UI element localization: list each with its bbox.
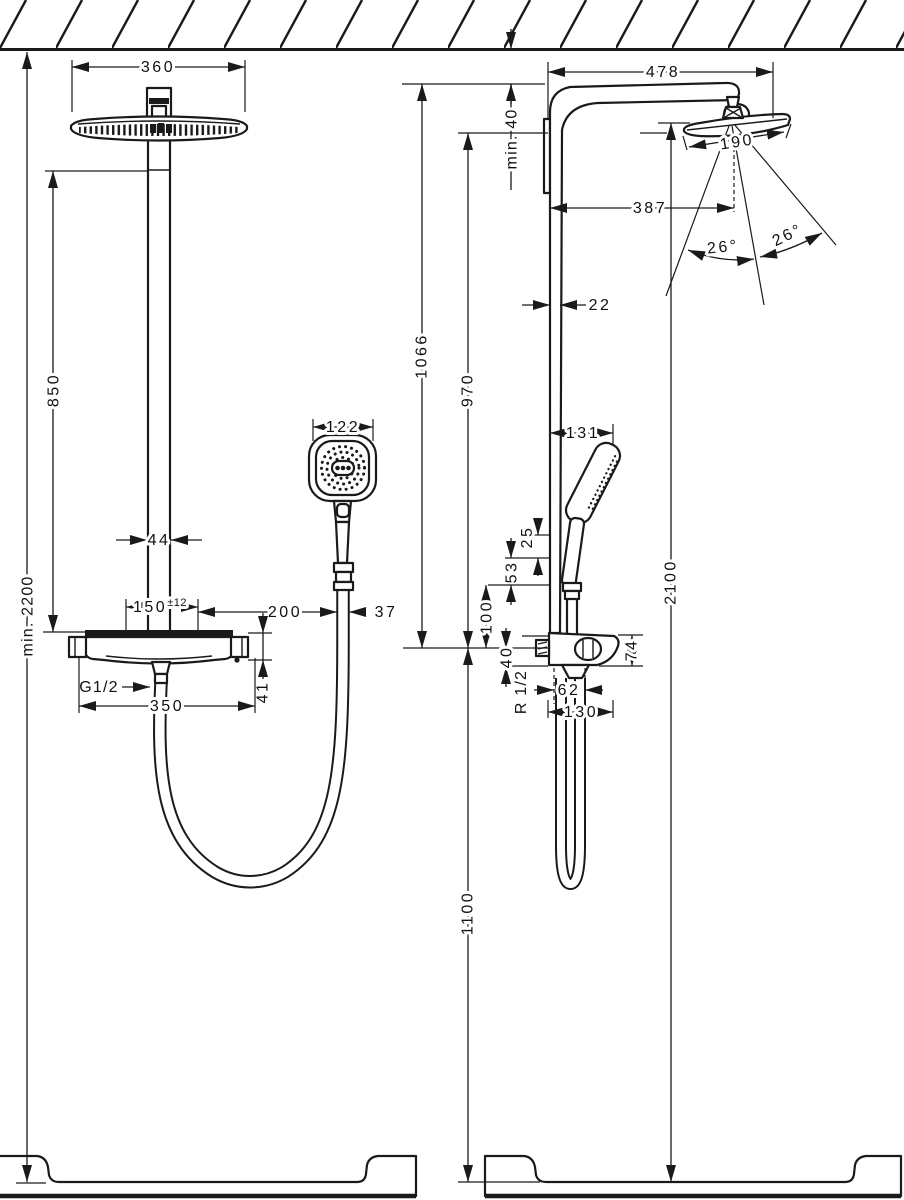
- dim-1100: 1100: [457, 648, 480, 1182]
- dim-g12: G1/2: [76, 676, 150, 699]
- overhead-shower-front: [69, 86, 249, 142]
- dim-label-41: 41: [255, 681, 272, 704]
- dim-62: 62: [534, 668, 603, 704]
- dim-label-44: 44: [148, 532, 171, 549]
- dim-850: 850: [43, 170, 148, 633]
- dim-40: 40: [403, 628, 549, 687]
- dim-44: 44: [116, 529, 202, 552]
- dim-200: 200: [198, 601, 337, 624]
- dim-label-150: 150±12: [133, 597, 187, 616]
- thermostat-valve: [67, 630, 250, 685]
- ceiling-hatch: [0, 0, 904, 48]
- dim-label-25: 25: [519, 526, 536, 549]
- dim-label-100: 100: [479, 600, 496, 634]
- dim-387: 387: [550, 197, 734, 220]
- dim-label-37: 37: [375, 604, 398, 621]
- dim-label-130: 130: [564, 704, 598, 721]
- dim-41: 41: [248, 613, 275, 706]
- dim-label-131: 131: [566, 425, 600, 442]
- dim-label-62: 62: [558, 682, 581, 699]
- dim-min-2200: min. 2200: [17, 52, 40, 1182]
- dim-1066: 1066: [411, 84, 434, 648]
- holder-hose-outlet: [560, 663, 591, 680]
- dim-100: 100: [476, 584, 549, 648]
- dim-label-53: 53: [504, 561, 521, 584]
- holder-knob: [573, 636, 603, 662]
- dim-label-g12: G1/2: [79, 679, 119, 696]
- overhead-shower-side: [682, 95, 792, 138]
- riser-pipe-front: [146, 140, 172, 630]
- shower-tray-side: [458, 1154, 903, 1199]
- dim-150: 150±12: [125, 594, 199, 632]
- dim-label-850: 850: [46, 373, 63, 407]
- dim-130: 130: [547, 700, 614, 724]
- dim-2100: 2100: [640, 122, 690, 1182]
- side-view: [458, 81, 903, 1199]
- dim-122: 122: [312, 416, 374, 441]
- holder-side: [534, 631, 620, 680]
- dim-r12: R 1/2: [510, 667, 533, 717]
- dim-label-1100: 1100: [460, 891, 477, 935]
- dim-min-40: min. 40: [402, 29, 545, 190]
- dim-label-122: 122: [326, 419, 360, 436]
- shower-arm-side: [548, 81, 741, 635]
- dim-37: 37: [349, 601, 398, 624]
- dim-label-40: 40: [499, 646, 516, 669]
- valve-right-handle: [229, 635, 250, 659]
- handshower-handle-front: [334, 520, 351, 565]
- dim-53: 53: [501, 538, 549, 605]
- dim-label-150-value: 150: [133, 599, 167, 616]
- handshower-front: [307, 433, 378, 592]
- dim-label-26-right: 26°: [770, 221, 806, 250]
- front-view: [0, 86, 418, 1199]
- dim-label-1066: 1066: [414, 333, 431, 379]
- dim-label-26-left: 26°: [706, 237, 739, 257]
- hose-side: [555, 678, 586, 891]
- dim-label-22: 22: [589, 297, 612, 314]
- select-button: [335, 502, 351, 519]
- dim-360: 360: [71, 56, 246, 112]
- dim-26-left: 26°: [687, 234, 755, 267]
- dim-label-r12: R 1/2: [513, 670, 530, 714]
- dim-74: 74: [599, 634, 644, 667]
- dim-25: 25: [516, 518, 549, 576]
- spray-cone: [665, 123, 837, 306]
- dim-350: 350: [78, 658, 256, 718]
- dim-22: 22: [522, 294, 612, 317]
- dim-970: 970: [457, 132, 548, 648]
- valve-top-band: [85, 630, 233, 637]
- dim-131: 131: [550, 422, 614, 445]
- dim-label-150-tolerance: ±12: [167, 597, 187, 609]
- valve-left-handle: [67, 635, 88, 659]
- dim-label-360: 360: [141, 59, 175, 76]
- dim-label-min-40: min. 40: [504, 109, 521, 170]
- dim-26-right: 26°: [759, 218, 823, 259]
- dim-label-350: 350: [150, 698, 184, 715]
- shower-hose-front: [153, 588, 350, 889]
- dim-label-478: 478: [646, 64, 680, 81]
- handshower-side: [560, 441, 622, 634]
- dim-label-2100: 2100: [663, 559, 680, 605]
- dim-label-970: 970: [460, 373, 477, 407]
- valve-outlet: [150, 660, 172, 676]
- dim-478: 478: [547, 61, 774, 118]
- dim-label-min-2200: min. 2200: [20, 575, 37, 656]
- dim-label-74: 74: [624, 639, 641, 662]
- ceiling-line: [0, 48, 904, 51]
- shower-tray-front: [0, 1154, 418, 1199]
- wall-bar-side: [542, 81, 741, 635]
- dim-label-387: 387: [633, 200, 667, 217]
- dim-label-200: 200: [268, 604, 302, 621]
